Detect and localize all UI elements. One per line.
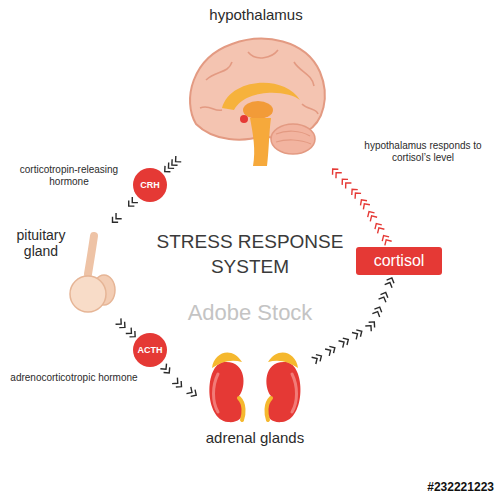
chevron-arrow (168, 162, 175, 169)
node-label: cortisol (374, 252, 425, 270)
ureter (239, 398, 244, 420)
kidney-illustration (209, 353, 300, 423)
adrenal-gland (268, 353, 298, 368)
pituitary-stalk (88, 236, 94, 274)
brainstem (250, 118, 271, 166)
hormone-description: corticotropin-releasing hormone (8, 164, 130, 188)
hormone-circle: ACTH (133, 333, 167, 367)
cerebellum-fold (276, 131, 311, 144)
hormone-description: adrenocorticotropic hormone (8, 372, 140, 384)
cerebellum (271, 124, 315, 154)
watermark: Adobe Stock (150, 300, 350, 326)
node-label: hypothalamus (209, 6, 302, 23)
hormone-abbreviation: CRH (140, 180, 160, 190)
pituitary-front-lobe (70, 276, 106, 312)
brain-fold (200, 107, 222, 110)
pituitary-illustration (70, 236, 115, 312)
stock-number: #232221223 (360, 480, 494, 494)
node-label: adrenal glands (206, 429, 304, 446)
chevron-arrow (336, 173, 386, 240)
brain-illustration (190, 39, 325, 166)
chevron-arrow (116, 203, 132, 219)
thalamus (243, 101, 273, 119)
kidney-mirror (266, 353, 300, 423)
organ-node: hypothalamus (182, 4, 330, 172)
kidney-shine (214, 374, 219, 412)
chevron-arrow (121, 324, 131, 333)
kidney-shine (292, 374, 297, 412)
chevron-arrow (317, 283, 390, 359)
adrenal-gland (212, 353, 242, 368)
organ-node: adrenal glands (200, 345, 310, 448)
diagram-title: STRESS RESPONSE SYSTEM (150, 230, 350, 279)
brain-fold (206, 62, 232, 80)
brain-fold (294, 62, 314, 86)
kidney (266, 362, 300, 422)
kidney (209, 362, 243, 422)
chevron-arrow (166, 369, 192, 392)
node-label: pituitary gland (10, 227, 72, 259)
hypothalamus-spot (240, 115, 248, 123)
organ-node: pituitary gland (8, 225, 118, 318)
brain-fold (248, 50, 278, 58)
hormone-box: cortisol (356, 247, 442, 275)
hormone-circle: CRH (133, 168, 167, 202)
ureter (266, 398, 271, 420)
hormone-abbreviation: ACTH (138, 345, 163, 355)
feedback-note: hypothalamus responds to cortisol’s leve… (352, 140, 494, 164)
brain-fold (302, 104, 318, 114)
